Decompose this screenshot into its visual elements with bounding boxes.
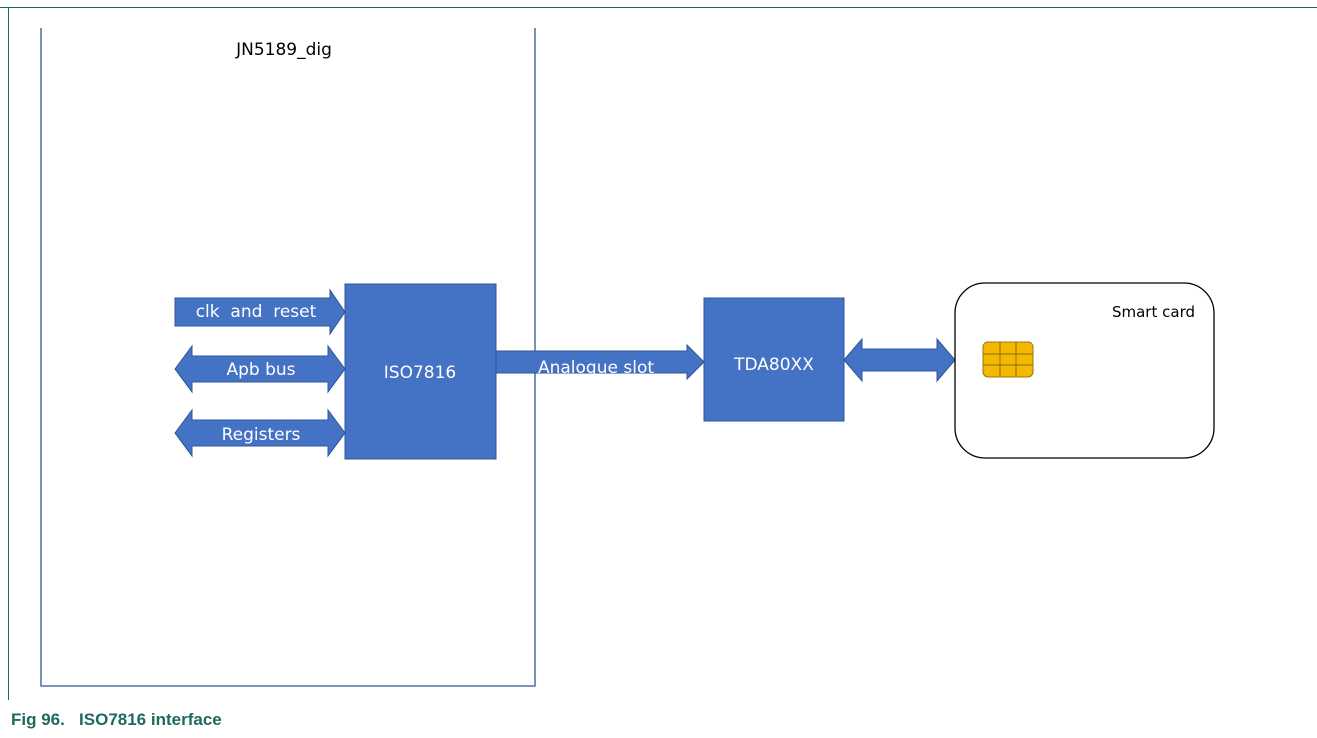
smart-card bbox=[954, 282, 1215, 459]
iso7816-label: ISO7816 bbox=[384, 363, 456, 383]
tda80xx-block bbox=[703, 297, 845, 422]
figure-number: Fig 96. bbox=[11, 710, 65, 729]
page-frame-left-rule bbox=[8, 7, 9, 700]
figure-caption: Fig 96. ISO7816 interface bbox=[11, 710, 222, 730]
analogue-slot-label: Analogue slot bbox=[538, 358, 654, 378]
clk-reset-arrow bbox=[174, 288, 346, 336]
card-interface-arrow bbox=[843, 337, 956, 383]
tda80xx-label: TDA80XX bbox=[733, 355, 814, 375]
page-frame-top-rule bbox=[0, 7, 1317, 8]
smart-card-label: Smart card bbox=[1112, 303, 1195, 321]
registers-label: Registers bbox=[222, 425, 301, 445]
figure-title: ISO7816 interface bbox=[79, 710, 222, 729]
analogue-slot-arrow bbox=[495, 343, 705, 381]
container-label: JN5189_dig bbox=[235, 40, 332, 60]
clk-reset-label: clk and reset bbox=[196, 302, 317, 322]
apb-bus-label: Apb bus bbox=[226, 360, 295, 380]
smart-card-chip-icon bbox=[982, 341, 1034, 378]
iso7816-block bbox=[344, 283, 497, 460]
iso7816-block-diagram: JN5189_dig clk and reset Apb bus Registe… bbox=[40, 28, 1215, 687]
